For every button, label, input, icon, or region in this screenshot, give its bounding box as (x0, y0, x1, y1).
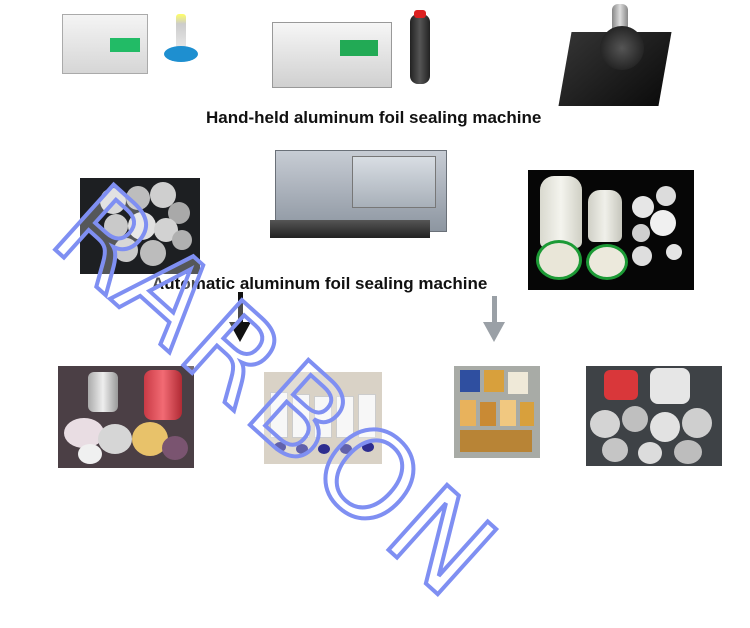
conveyor-belt (270, 220, 430, 238)
liners-and-bottles-photo (586, 366, 722, 466)
control-panel (340, 40, 378, 56)
automatic-sealer-head (352, 156, 436, 208)
foil-liners-photo (80, 178, 200, 274)
handheld-caption: Hand-held aluminum foil sealing machine (206, 108, 542, 127)
sample-bottle (176, 14, 186, 54)
amber-vials-photo (454, 366, 540, 458)
plastic-containers-photo (264, 372, 382, 464)
jars-with-caps-photo (58, 366, 194, 468)
sealing-head (164, 46, 198, 62)
automatic-caption: Automatic aluminum foil sealing machine (152, 274, 488, 293)
sealing-gun-tip (414, 10, 426, 18)
control-panel (110, 38, 140, 52)
bottles-and-liners-photo (528, 170, 694, 290)
sealer-head (600, 26, 644, 70)
sealing-gun (410, 14, 430, 84)
